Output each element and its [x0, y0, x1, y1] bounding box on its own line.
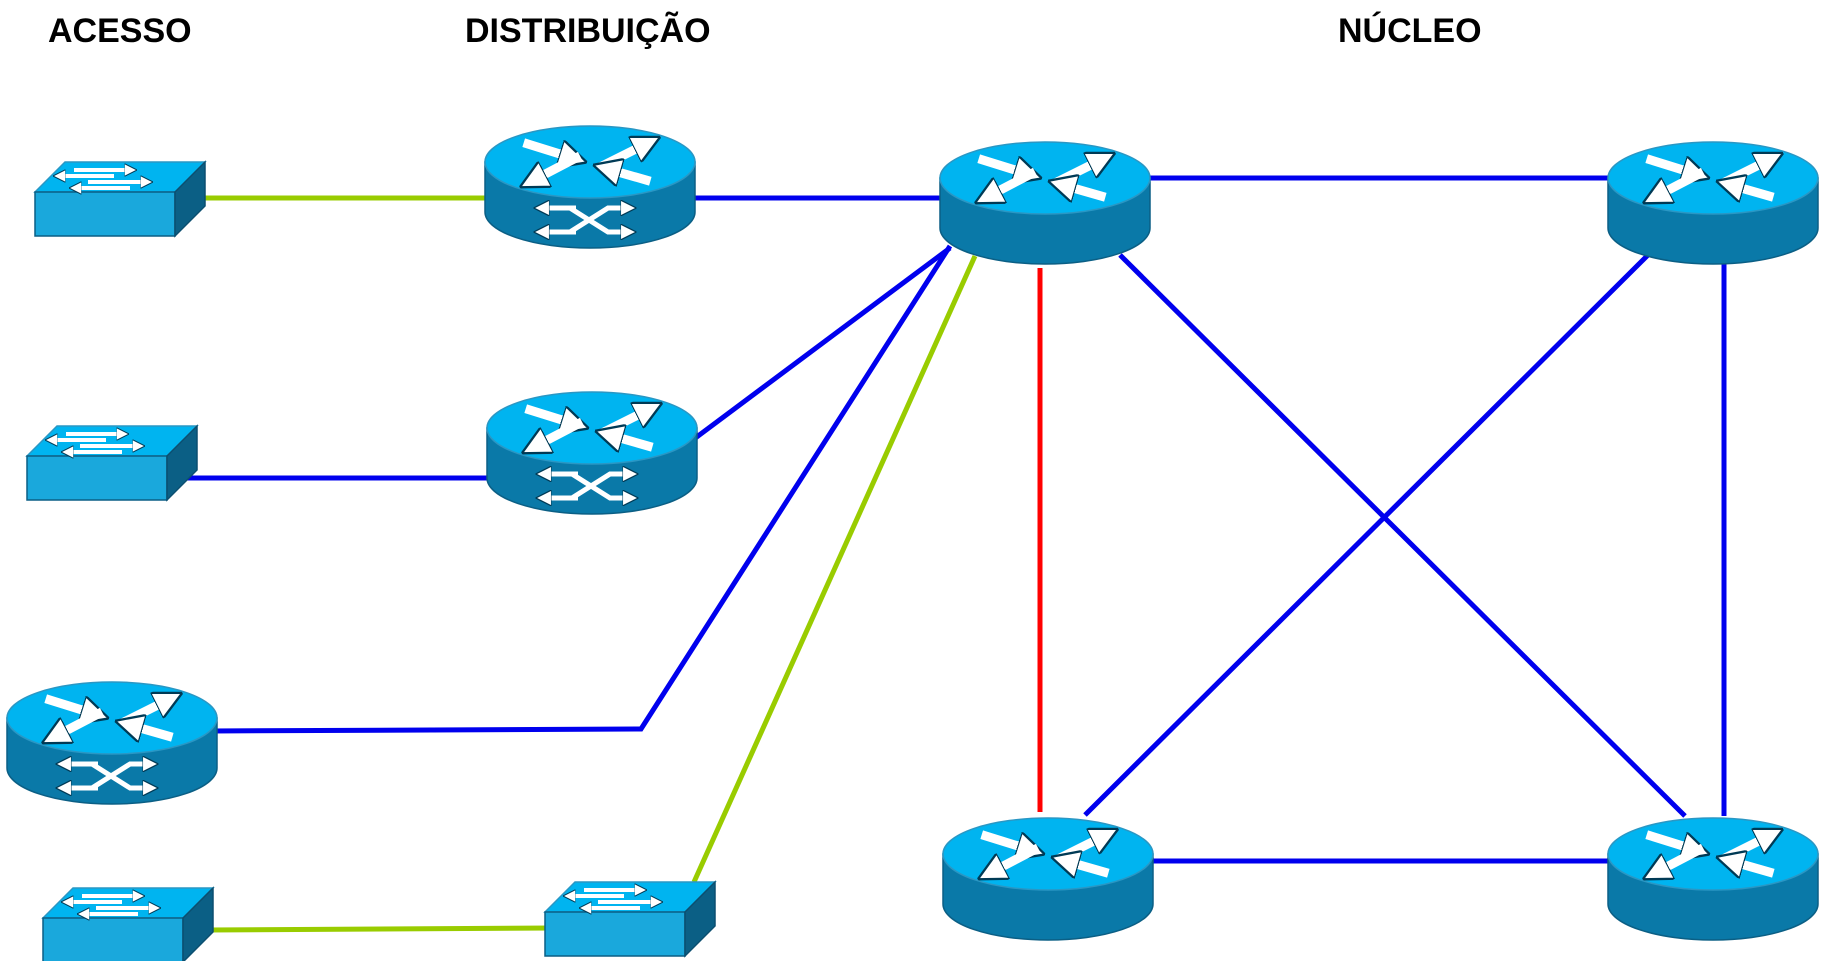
link-access3-distswitch	[207, 925, 553, 933]
links-layer	[172, 175, 1727, 933]
multilayer-switch-icon[interactable]	[487, 392, 697, 514]
link-core-tl-br	[1118, 253, 1687, 818]
router-icon[interactable]	[1608, 142, 1818, 264]
switch-icon[interactable]	[43, 888, 213, 961]
router-icon[interactable]	[940, 142, 1150, 264]
link-core-tr-bl	[1083, 253, 1650, 817]
router-icon[interactable]	[1608, 818, 1818, 940]
link-distswitch-core	[691, 254, 978, 884]
switch-icon[interactable]	[35, 162, 205, 236]
layer-label-distribuicao: DISTRIBUIÇÃO	[465, 12, 711, 50]
devices-layer	[7, 126, 1818, 961]
link-dist2-core	[688, 245, 952, 445]
layer-label-nucleo: NÚCLEO	[1338, 12, 1482, 50]
multilayer-switch-icon[interactable]	[7, 682, 217, 804]
multilayer-switch-icon[interactable]	[485, 126, 695, 248]
switch-icon[interactable]	[545, 882, 715, 956]
link-access-mls-core	[211, 244, 953, 734]
layer-label-acesso: ACESSO	[48, 12, 192, 50]
switch-icon[interactable]	[27, 426, 197, 500]
router-icon[interactable]	[943, 818, 1153, 940]
